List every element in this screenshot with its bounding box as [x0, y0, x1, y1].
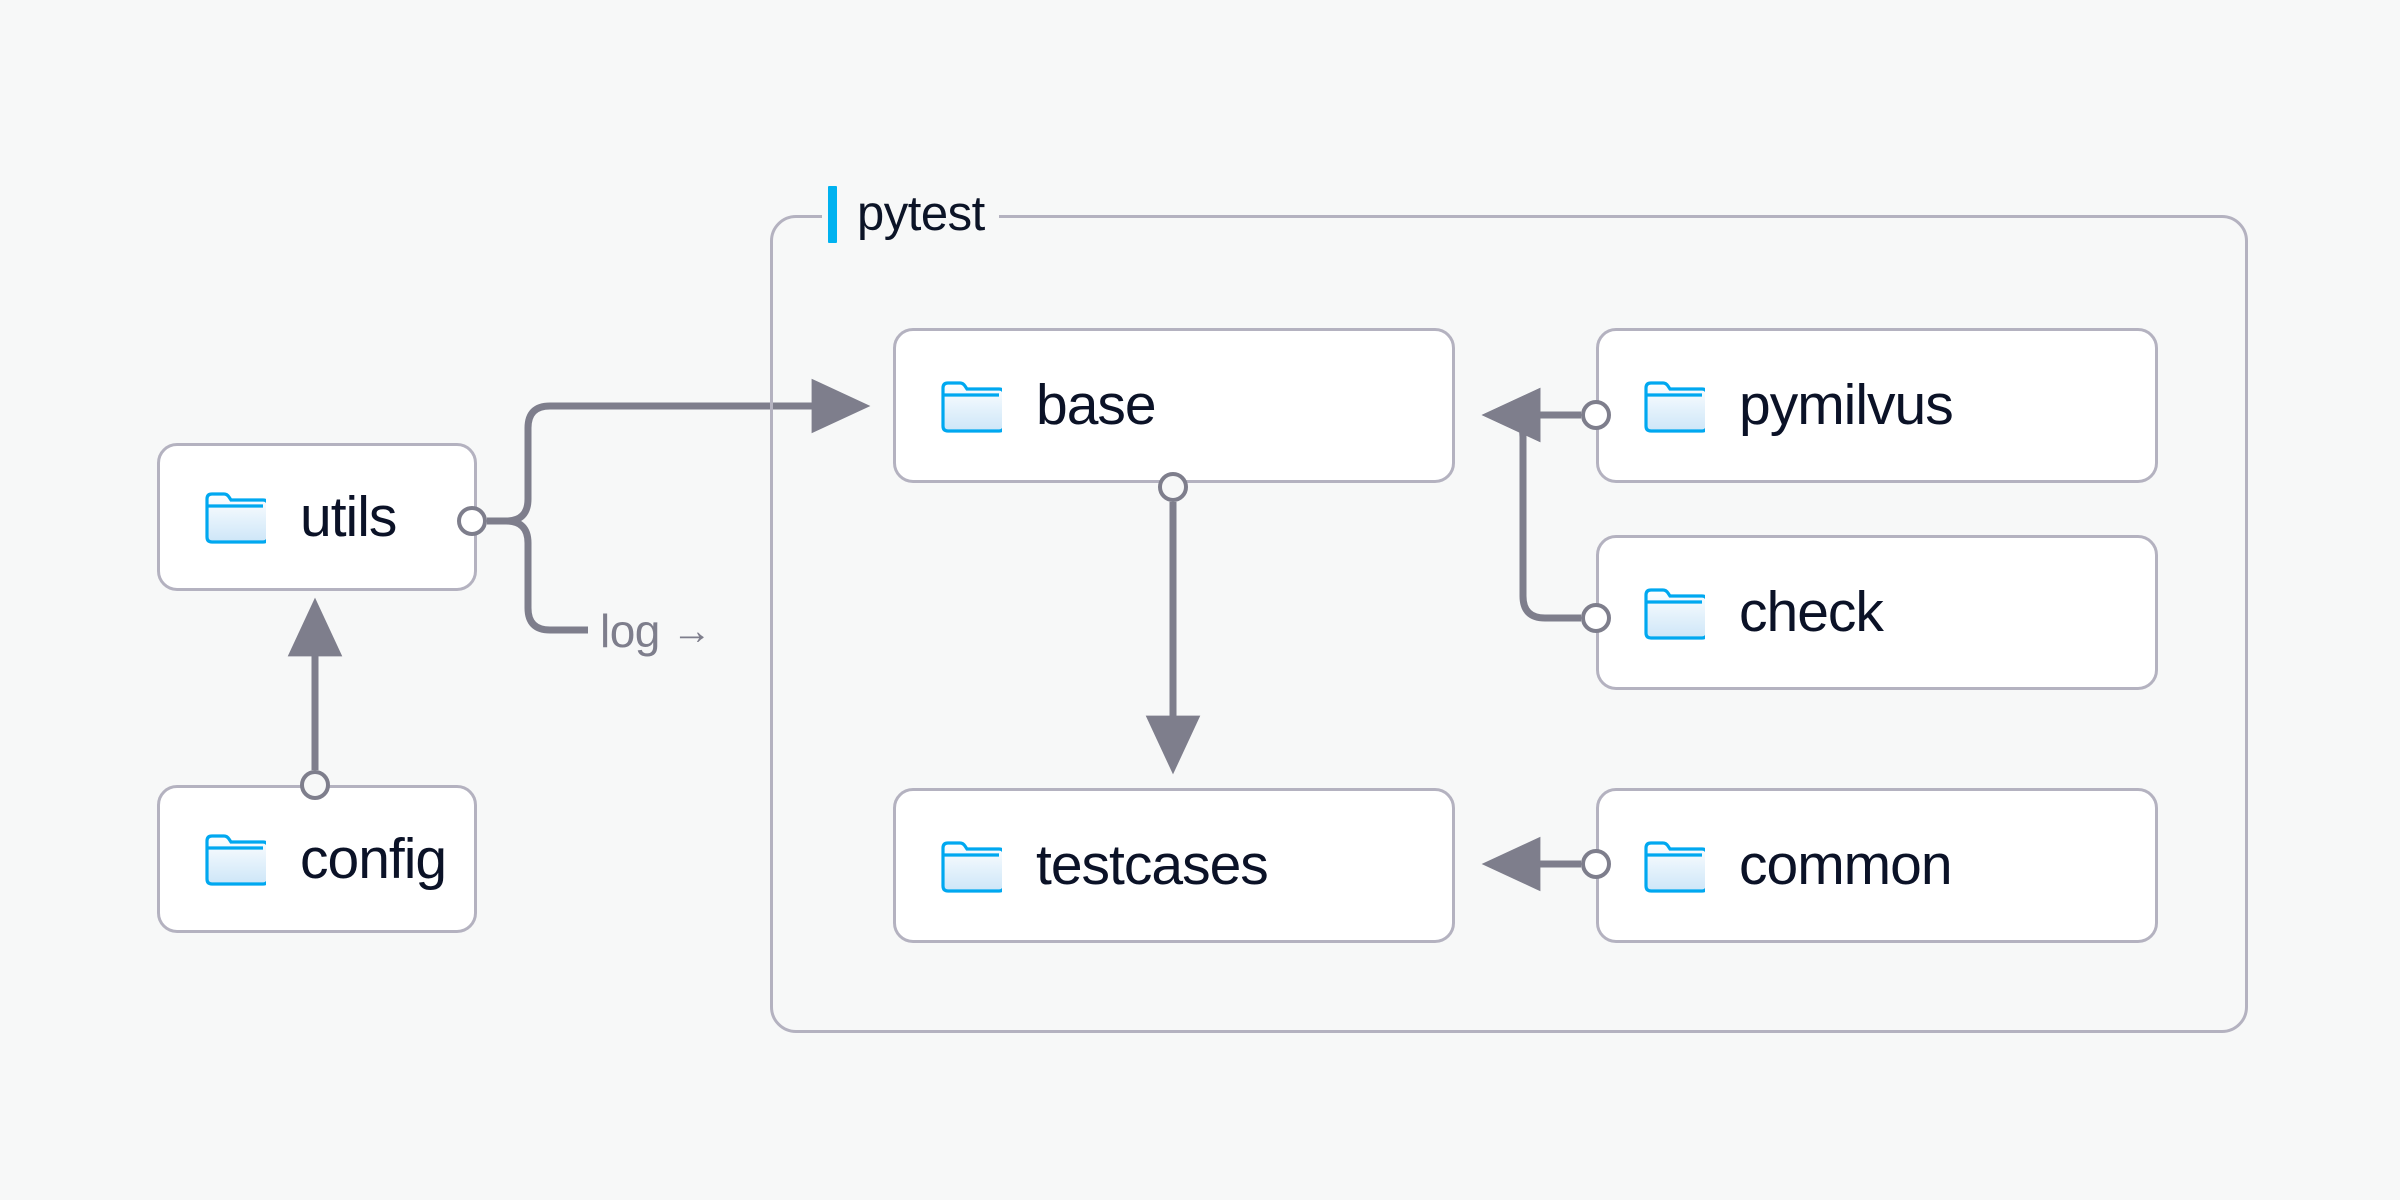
folder-icon: [205, 492, 266, 544]
pytest-group-container[interactable]: [770, 215, 2248, 1033]
node-utils-label: utils: [300, 484, 397, 549]
folder-icon: [1644, 380, 1705, 433]
node-config[interactable]: config: [157, 785, 477, 933]
node-testcases[interactable]: testcases: [893, 788, 1455, 943]
folder-icon: [205, 834, 266, 886]
folder-icon: [1644, 587, 1705, 640]
node-config-label: config: [300, 826, 447, 891]
node-base-label: base: [1036, 373, 1157, 437]
edge-label-log: log →: [600, 605, 712, 657]
port-pymilvus-left[interactable]: [1581, 400, 1611, 430]
port-base-bottom[interactable]: [1158, 472, 1188, 502]
folder-icon: [941, 380, 1002, 433]
node-check-label: check: [1739, 580, 1884, 644]
folder-icon: [1644, 840, 1705, 893]
node-common[interactable]: common: [1596, 788, 2158, 943]
port-config-top[interactable]: [300, 770, 330, 800]
node-pymilvus[interactable]: pymilvus: [1596, 328, 2158, 483]
node-check[interactable]: check: [1596, 535, 2158, 690]
group-label-text: pytest: [857, 187, 985, 241]
node-pymilvus-label: pymilvus: [1739, 373, 1954, 437]
port-common-left[interactable]: [1581, 849, 1611, 879]
arrow-right-icon: →: [671, 609, 712, 653]
edge-label-log-text: log: [600, 605, 660, 657]
node-common-label: common: [1739, 833, 1953, 897]
port-check-left[interactable]: [1581, 603, 1611, 633]
node-base[interactable]: base: [893, 328, 1455, 483]
node-testcases-label: testcases: [1036, 833, 1269, 897]
group-accent-bar: [828, 186, 837, 243]
folder-icon: [941, 840, 1002, 893]
port-utils-right[interactable]: [457, 506, 487, 536]
edge-utils-to-log: [505, 517, 588, 634]
node-utils[interactable]: utils: [157, 443, 477, 591]
pytest-group-label: pytest: [822, 186, 999, 243]
